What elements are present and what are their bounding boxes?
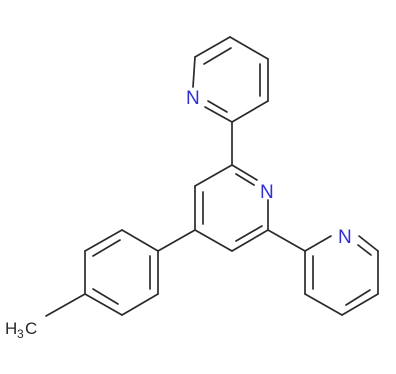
bond bbox=[231, 100, 269, 123]
bond bbox=[121, 293, 159, 316]
bond bbox=[235, 173, 255, 186]
bond bbox=[204, 106, 233, 123]
bond bbox=[267, 229, 306, 252]
bond bbox=[341, 293, 379, 316]
bond bbox=[192, 56, 196, 88]
nitrogen-label-top: N bbox=[186, 88, 200, 109]
bond bbox=[84, 293, 123, 316]
bond bbox=[304, 235, 332, 252]
bond bbox=[45, 293, 86, 317]
bond bbox=[92, 239, 121, 257]
nitrogen-label-right: N bbox=[338, 227, 352, 248]
right-pyridine-ring bbox=[304, 235, 379, 316]
bond bbox=[121, 229, 159, 252]
top-pyridine-ring bbox=[192, 36, 269, 123]
methyl-group-label: H 3 C bbox=[5, 319, 37, 341]
bond bbox=[235, 225, 263, 242]
bond bbox=[203, 47, 232, 65]
bond bbox=[84, 229, 123, 252]
bond bbox=[358, 235, 379, 252]
bond bbox=[357, 244, 372, 256]
nitrogen-label-center: N bbox=[260, 182, 274, 203]
bond bbox=[304, 293, 343, 316]
bond bbox=[207, 100, 228, 113]
bond bbox=[194, 36, 231, 58]
tolyl-ring bbox=[84, 229, 159, 316]
bond bbox=[231, 229, 269, 252]
bond bbox=[194, 229, 233, 252]
bond bbox=[157, 229, 196, 252]
methyl-c-label: C bbox=[25, 319, 37, 338]
bond bbox=[229, 36, 269, 60]
methyl-h-label: H bbox=[5, 319, 17, 338]
bond bbox=[345, 289, 371, 306]
bond bbox=[92, 288, 119, 305]
bond bbox=[231, 164, 258, 181]
methyl-subscript-label: 3 bbox=[17, 327, 24, 341]
central-pyridine-ring bbox=[194, 164, 269, 252]
bond bbox=[194, 164, 233, 187]
